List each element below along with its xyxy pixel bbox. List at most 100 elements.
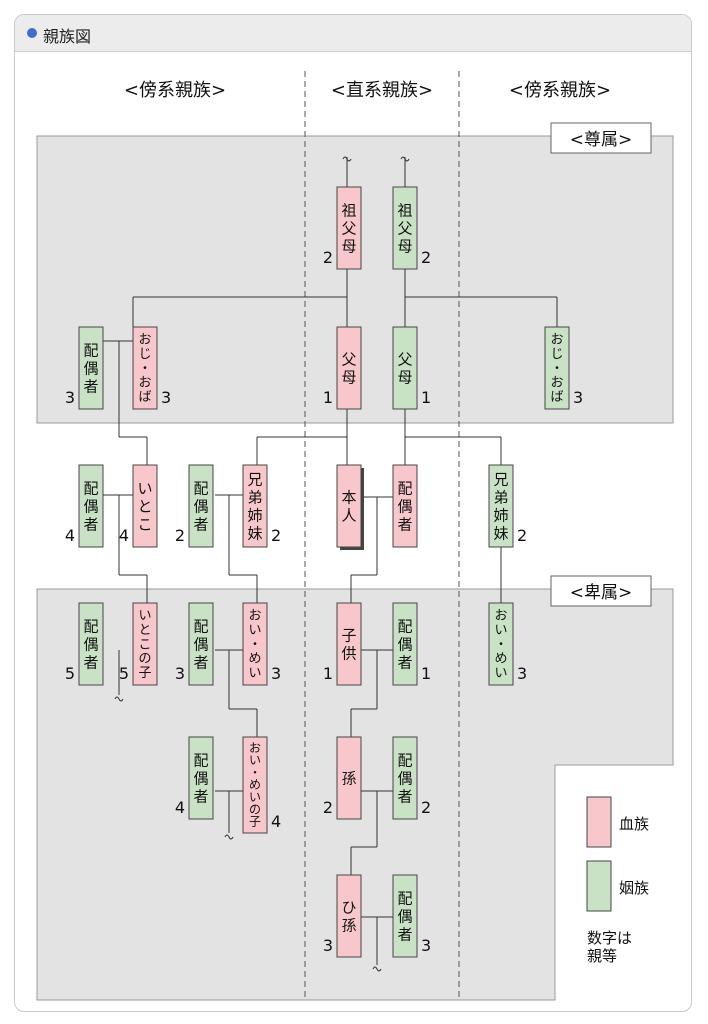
legend-blood-label: 血族 bbox=[619, 815, 649, 833]
descendant-label: <卑属> bbox=[570, 583, 633, 603]
person-box bbox=[336, 602, 362, 686]
person-label: 孫 bbox=[341, 769, 356, 787]
person-parent-inlaw: 父母1 bbox=[392, 326, 431, 410]
person-greatgrandchild: ひ孫3 bbox=[323, 874, 362, 958]
person-grandchild: 孫2 bbox=[323, 736, 362, 820]
person-child: 子供 1 bbox=[323, 602, 362, 686]
person-box bbox=[392, 736, 418, 820]
person-label: 父母 bbox=[341, 350, 356, 386]
person-label: 祖父母 bbox=[397, 201, 412, 255]
degree-number: 2 bbox=[517, 526, 527, 545]
person-label: 父母 bbox=[397, 350, 412, 386]
degree-number: 1 bbox=[323, 388, 333, 407]
person-box bbox=[544, 326, 570, 410]
header-collateral-right: <傍系親族> bbox=[509, 80, 611, 101]
person-box bbox=[242, 464, 268, 548]
degree-number: 2 bbox=[323, 248, 333, 267]
kinship-chart-panel: 親族図 <傍系親族> <直系親族> <傍系親族> <尊属> <卑属> bbox=[14, 14, 692, 1012]
person-label: 本人 bbox=[341, 488, 356, 524]
degree-number: 3 bbox=[517, 664, 527, 683]
person-box bbox=[336, 186, 362, 270]
person-box bbox=[242, 602, 268, 686]
degree-number: 3 bbox=[65, 388, 75, 407]
person-self-spouse: 配偶者 bbox=[392, 464, 418, 548]
degree-number: 5 bbox=[65, 664, 75, 683]
person-box bbox=[242, 736, 268, 834]
degree-number: 3 bbox=[161, 388, 171, 407]
person-label: 配偶者 bbox=[83, 617, 98, 671]
person-uncle-spouse: 配偶者 3 bbox=[65, 326, 104, 410]
legend-note-line2: 親等 bbox=[587, 947, 617, 965]
panel-header: 親族図 bbox=[15, 15, 691, 52]
person-label: 配偶者 bbox=[397, 479, 412, 533]
person-box bbox=[336, 326, 362, 410]
legend-inlaw-label: 姻族 bbox=[619, 879, 649, 897]
bullet-icon bbox=[27, 28, 37, 38]
person-box bbox=[132, 602, 158, 686]
degree-number: 2 bbox=[271, 526, 281, 545]
person-box bbox=[336, 464, 362, 548]
degree-number: 2 bbox=[421, 248, 431, 267]
degree-number: 5 bbox=[119, 664, 129, 683]
degree-number: 2 bbox=[175, 526, 185, 545]
person-box bbox=[78, 326, 104, 410]
person-box bbox=[392, 602, 418, 686]
degree-number: 4 bbox=[65, 526, 75, 545]
person-gf-inlaw: 祖父母 2 bbox=[392, 186, 431, 270]
person-label: 祖父母 bbox=[341, 201, 356, 255]
degree-number: 4 bbox=[271, 812, 281, 831]
person-label: 配偶者 bbox=[193, 751, 208, 805]
legend-note-line1: 数字は bbox=[587, 929, 632, 947]
kinship-diagram: <傍系親族> <直系親族> <傍系親族> <尊属> <卑属> bbox=[36, 71, 674, 1001]
person-box bbox=[132, 326, 158, 410]
connector-lines bbox=[93, 156, 558, 972]
degree-number: 2 bbox=[323, 798, 333, 817]
degree-number: 4 bbox=[175, 798, 185, 817]
person-label: 子供 bbox=[341, 626, 356, 662]
person-label: 配偶者 bbox=[193, 479, 208, 533]
person-label: 配偶者 bbox=[193, 617, 208, 671]
degree-number: 3 bbox=[421, 936, 431, 955]
degree-number: 1 bbox=[323, 664, 333, 683]
person-box bbox=[188, 464, 214, 548]
person-box bbox=[132, 464, 158, 548]
ascendant-label: <尊属> bbox=[570, 130, 633, 150]
person-sibling: 兄弟姉妹 2 bbox=[242, 464, 281, 548]
person-box bbox=[336, 736, 362, 820]
degree-number: 3 bbox=[175, 664, 185, 683]
person-box bbox=[392, 874, 418, 958]
ascendant-label-box bbox=[550, 122, 652, 154]
person-label: おい・めいの子 bbox=[249, 741, 261, 829]
person-label: 配偶者 bbox=[397, 617, 412, 671]
person-box bbox=[488, 602, 514, 686]
person-gf-blood: 祖父母 2 bbox=[323, 186, 362, 270]
person-box bbox=[336, 874, 362, 958]
person-nephew-inlaw: おい・めい 3 bbox=[488, 602, 527, 686]
header-lineal: <直系親族> bbox=[331, 80, 433, 101]
degree-number: 4 bbox=[119, 526, 129, 545]
legend-inlaw-swatch bbox=[586, 860, 612, 912]
person-box bbox=[392, 326, 418, 410]
descendant-label-box bbox=[550, 575, 652, 607]
person-cousinchild-spouse: 配偶者 5 bbox=[65, 602, 104, 686]
header-collateral-left: <傍系親族> bbox=[124, 80, 226, 101]
person-box bbox=[78, 464, 104, 548]
legend-blood-swatch bbox=[586, 796, 612, 848]
person-label: おい・めい bbox=[494, 609, 507, 682]
person-box bbox=[78, 602, 104, 686]
person-label: 配偶者 bbox=[83, 341, 98, 395]
legend: 血族 姻族 数字は 親等 bbox=[586, 796, 649, 965]
person-parent-blood: 父母 1 bbox=[323, 326, 362, 410]
degree-number: 1 bbox=[421, 664, 431, 683]
person-box bbox=[488, 464, 514, 548]
person-label: 兄弟姉妹 bbox=[247, 470, 262, 542]
person-nephewchild-spouse: 配偶者 4 bbox=[175, 736, 214, 820]
